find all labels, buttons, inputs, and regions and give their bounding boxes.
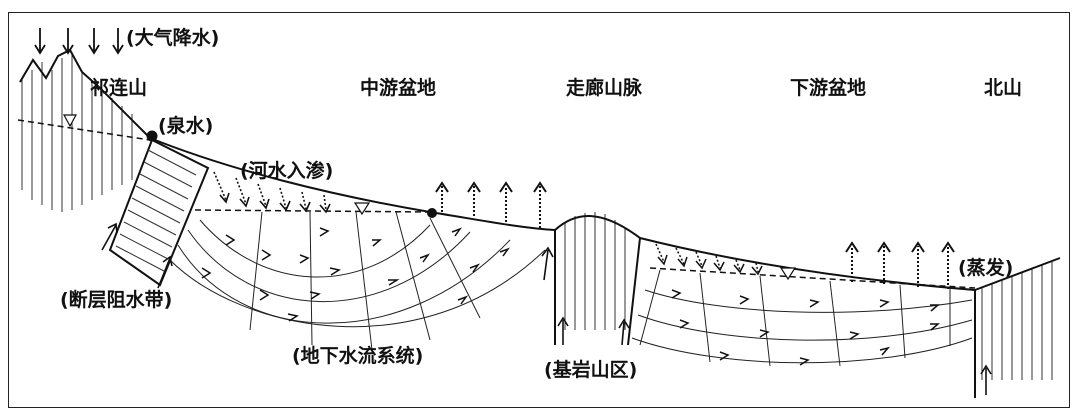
bedrock-area-label: (基岩山区) <box>544 358 637 381</box>
lower-evaporation-arrows <box>845 241 955 289</box>
precipitation-label: (大气降水) <box>126 26 219 49</box>
lower-water-table <box>649 267 976 289</box>
corridor-bedrock <box>541 212 641 346</box>
qilian-bedrock-hatching <box>21 52 133 212</box>
middle-evaporation-arrows <box>435 181 547 228</box>
fault-barrier-label: (断层阻水带) <box>60 288 172 311</box>
spring-dot-icon <box>146 130 158 142</box>
water-table-icon <box>62 114 78 128</box>
lower-basin-label: 下游盆地 <box>790 76 866 99</box>
qilian-water-table <box>17 119 151 141</box>
water-table-icon <box>779 267 797 281</box>
lower-infiltration-arrows <box>655 243 763 276</box>
groundwater-flow-system-label: (地下水流系统) <box>292 344 423 367</box>
middle-radial-lines <box>249 211 481 351</box>
river-infiltration-label: (河水入渗) <box>240 159 333 182</box>
lower-flow-lines <box>631 289 973 364</box>
north-mountain-label: 北山 <box>984 77 1022 99</box>
middle-flow-arrowheads <box>201 227 511 322</box>
discharge-dot-icon <box>427 208 437 218</box>
middle-flow-lines <box>169 219 546 328</box>
corridor-mountains-label: 走廊山脉 <box>566 76 643 99</box>
lower-flow-arrowheads <box>671 289 941 366</box>
qilian-peaks <box>19 48 151 139</box>
qilian-mountain-label: 祁连山 <box>90 76 147 99</box>
spring-label: (泉水) <box>158 114 213 137</box>
fault-barrier-zone <box>101 138 210 289</box>
lower-basin-surface <box>639 237 976 291</box>
north-mountain-bedrock <box>974 257 1061 398</box>
evaporation-label: (蒸发) <box>958 256 1013 279</box>
precipitation-arrows <box>34 28 124 55</box>
middle-basin-label: 中游盆地 <box>360 76 436 99</box>
middle-basin-surface <box>149 137 556 231</box>
river-infiltration-arrows <box>213 171 331 214</box>
lower-radial-lines <box>639 269 951 367</box>
water-table-icon <box>353 202 371 216</box>
middle-water-table <box>194 209 431 213</box>
